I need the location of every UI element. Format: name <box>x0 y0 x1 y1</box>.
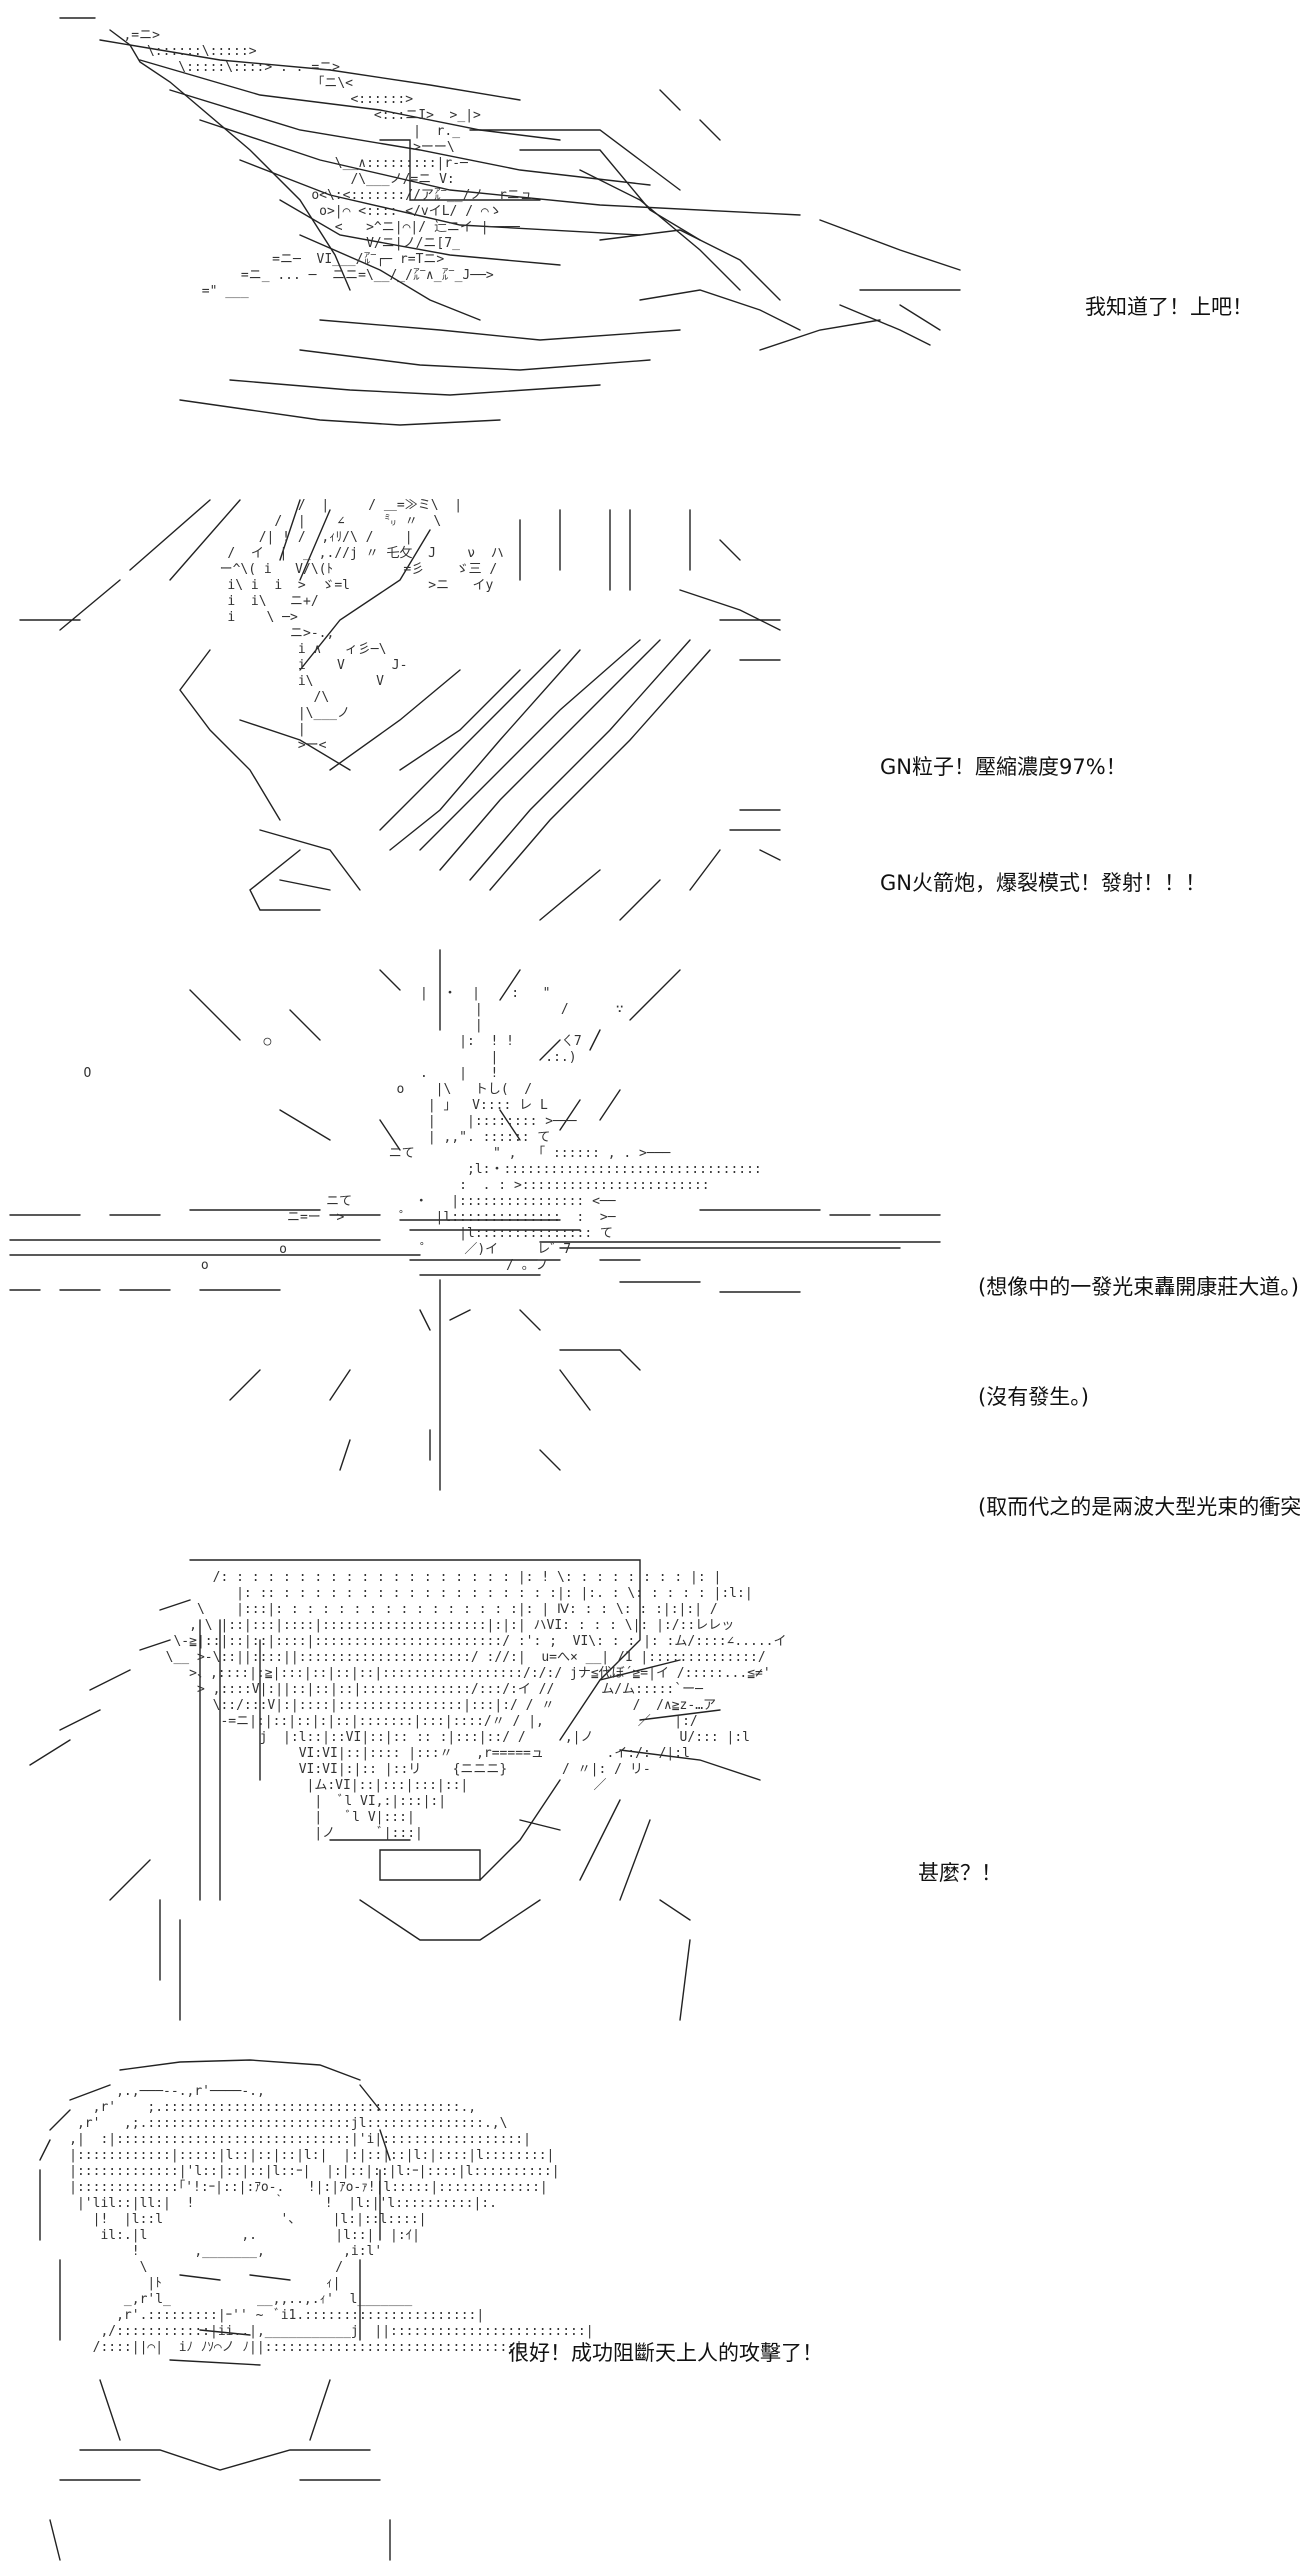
caption-line: 我知道了！上吧！ <box>1085 295 1253 319</box>
panel-3: | ・ | : " | / ∵ | ○ |: <box>0 930 1300 1520</box>
ascii-art-portrait <box>39 2059 391 2561</box>
panel-5: ,.,───‐-.,r'────-., ,r' ;.::::::::::::::… <box>0 2040 1300 2570</box>
caption-line: (想像中的一發光束轟開康莊大道。) <box>978 1275 1299 1299</box>
caption-line: (沒有發生。) <box>978 1385 1089 1409</box>
ascii-art-mecha-text: / | / ＿=≫ミ\ | / | ∠ ㍉ 〃 \ /| ! / ,ｨﾘ/\ /… <box>219 498 504 753</box>
ascii-art-beam-text: | ・ | : " | / ∵ | ○ |: <box>83 986 762 1273</box>
panel-2-caption: GN粒子！壓縮濃度97%！ GN火箭炮，爆裂模式！發射！！！ <box>880 682 1206 968</box>
panel-1-caption: 我知道了！上吧！ <box>1085 222 1253 392</box>
ascii-art-face-text: /: : : : : : : : : : : : : : : : : : : |… <box>165 1570 787 1841</box>
ascii-art-ship-text: ,=ニ> \::::::\:::::> \:::::\::::> . . =ニ>… <box>123 28 533 299</box>
caption-line: 甚麼？！ <box>918 1861 1002 1885</box>
panel-1: ,=ニ> \::::::\:::::> \:::::\::::> . . =ニ>… <box>0 0 1300 470</box>
ascii-art-mecha-bazooka <box>19 499 781 921</box>
panel-4-caption: 甚麼？！ <box>918 1788 1002 1958</box>
panel-4: /: : : : : : : : : : : : : : : : : : : |… <box>0 1520 1300 2040</box>
caption-line: (取而代之的是兩波大型光束的衝突。) <box>978 1495 1300 1519</box>
ascii-art-portrait-text: ,.,───‐-.,r'────-., ,r' ;.::::::::::::::… <box>69 2084 594 2355</box>
panel-2: / | / ＿=≫ミ\ | / | ∠ ㍉ 〃 \ /| ! / ,ｨﾘ/\ /… <box>0 470 1300 930</box>
panel-3-caption: (想像中的一發光束轟開康莊大道。) (沒有發生。) (取而代之的是兩波大型光束的… <box>978 1202 1300 1592</box>
caption-line: 很好！成功阻斷天上人的攻擊了！ <box>508 2341 823 2365</box>
ascii-art-surprised-face <box>29 1559 761 2021</box>
ascii-art-ship <box>59 17 961 426</box>
caption-line: GN火箭炮，爆裂模式！發射！！！ <box>880 871 1206 895</box>
ascii-art-beam-collision <box>9 949 941 1491</box>
panel-5-caption: 很好！成功阻斷天上人的攻擊了！ <box>508 2268 823 2438</box>
caption-line: GN粒子！壓縮濃度97%！ <box>880 755 1127 779</box>
